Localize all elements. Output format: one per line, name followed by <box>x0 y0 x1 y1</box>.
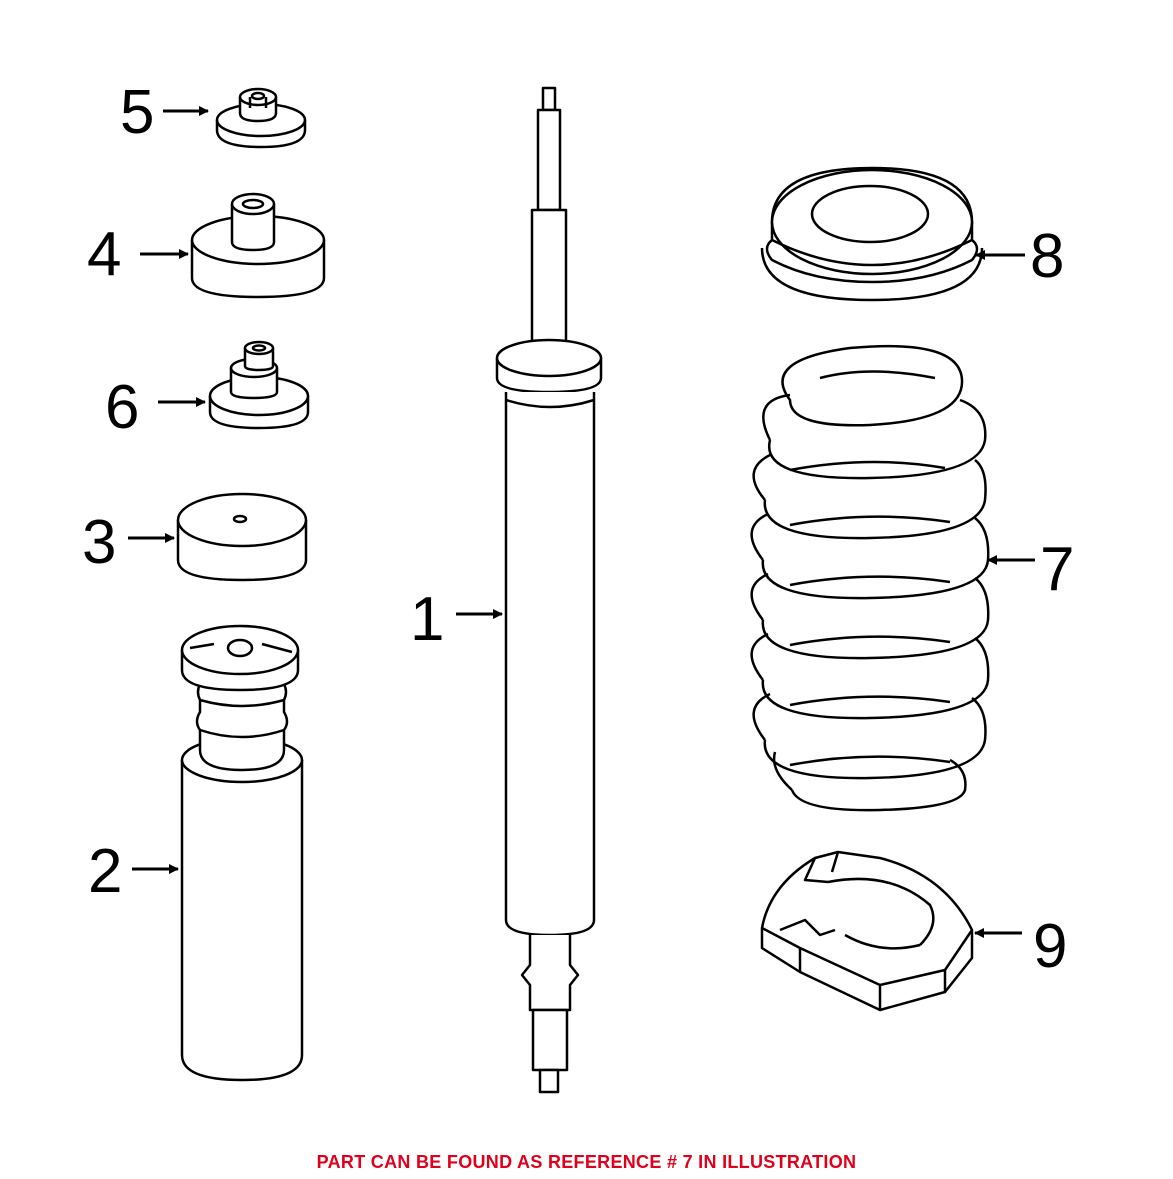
part-3-pad[interactable] <box>176 492 308 582</box>
part-6-mount[interactable] <box>208 340 310 430</box>
part-2-dust-boot[interactable] <box>180 624 304 1082</box>
part-4-mount[interactable] <box>190 192 326 299</box>
callout-3: 3 <box>82 508 116 577</box>
callout-7: 7 <box>1040 535 1074 604</box>
callout-4: 4 <box>87 220 121 289</box>
reference-caption: PART CAN BE FOUND AS REFERENCE # 7 IN IL… <box>316 1152 857 1172</box>
callout-9: 9 <box>1033 912 1067 981</box>
callout-1: 1 <box>410 585 444 654</box>
callout-arrows <box>128 106 1035 938</box>
parts-diagram: 5 4 6 3 1 2 8 7 9 <box>82 78 1074 1094</box>
part-9-lower-spring-seat[interactable] <box>760 850 974 1012</box>
callout-6: 6 <box>105 373 139 442</box>
part-8-spring-seat[interactable] <box>760 166 984 302</box>
part-7-coil-spring[interactable] <box>750 344 990 812</box>
callout-8: 8 <box>1030 222 1064 291</box>
part-5-upper-mount[interactable] <box>215 87 307 149</box>
callout-2: 2 <box>88 837 122 906</box>
part-1-shock-absorber[interactable] <box>495 86 603 1094</box>
callout-5: 5 <box>120 78 154 147</box>
